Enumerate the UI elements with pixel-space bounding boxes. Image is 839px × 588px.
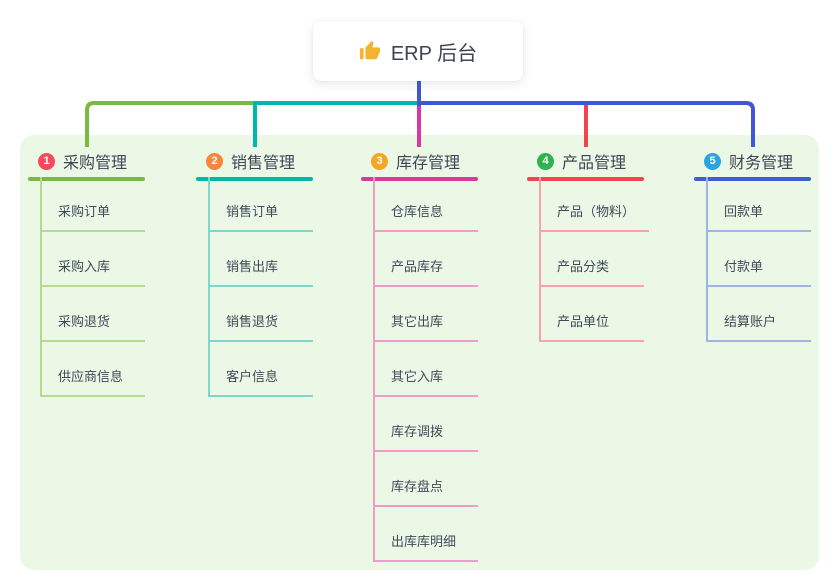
- branch-column-3: 3 库存管理仓库信息产品库存其它出库其它入库库存调拨库存盘点出库库明细: [361, 148, 521, 562]
- branch-underline: [196, 177, 313, 181]
- child-node[interactable]: 库存盘点: [373, 452, 478, 507]
- child-node-label: 其它出库: [391, 314, 444, 329]
- branch-underline: [28, 177, 145, 181]
- root-node-label: ERP 后台: [390, 42, 478, 65]
- child-node[interactable]: 销售订单: [208, 177, 313, 232]
- child-node-label: 销售退货: [226, 314, 279, 329]
- branch-column-4: 4 产品管理产品（物料） 产品分类产品单位: [527, 148, 687, 342]
- child-node[interactable]: 销售出库: [208, 232, 313, 287]
- branch-label: 财务管理: [729, 155, 794, 172]
- child-node-label: 销售订单: [226, 204, 279, 219]
- child-node[interactable]: 付款单: [706, 232, 811, 287]
- child-node-label: 产品单位: [557, 314, 610, 329]
- branch-children: 产品（物料） 产品分类产品单位: [527, 177, 650, 342]
- child-node[interactable]: 产品分类: [539, 232, 644, 287]
- child-node[interactable]: 供应商信息: [40, 342, 145, 397]
- branch-label: 采购管理: [63, 155, 128, 172]
- child-node[interactable]: 回款单: [706, 177, 811, 232]
- child-node-label: 库存盘点: [391, 479, 444, 494]
- branch-node-2[interactable]: 2 销售管理: [196, 148, 356, 174]
- child-node-label: 付款单: [724, 259, 764, 274]
- child-node[interactable]: 出库库明细: [373, 507, 478, 562]
- child-node[interactable]: 客户信息: [208, 342, 313, 397]
- branch-children: 仓库信息产品库存其它出库其它入库库存调拨库存盘点出库库明细: [361, 177, 478, 562]
- child-node-label: 产品分类: [557, 259, 610, 274]
- child-node-label: 采购退货: [58, 314, 111, 329]
- branch-number-badge: 2: [206, 152, 223, 170]
- child-node-label: 仓库信息: [391, 204, 444, 219]
- children-spine-line: [539, 177, 541, 342]
- branch-number-badge: 5: [704, 152, 721, 170]
- child-node-label: 出库库明细: [391, 534, 457, 549]
- child-node-label: 回款单: [724, 204, 764, 219]
- branch-children: 销售订单销售出库销售退货客户信息: [196, 177, 313, 397]
- branch-underline: [694, 177, 811, 181]
- branch-node-1[interactable]: 1 采购管理: [28, 148, 188, 174]
- child-node-label: 采购订单: [58, 204, 111, 219]
- branch-children: 采购订单采购入库采购退货供应商信息: [28, 177, 145, 397]
- child-node[interactable]: 仓库信息: [373, 177, 478, 232]
- branch-number-badge: 1: [38, 152, 55, 170]
- branch-children: 回款单付款单结算账户: [694, 177, 811, 342]
- child-node-label: 客户信息: [226, 369, 279, 384]
- branch-label: 产品管理: [562, 155, 627, 172]
- children-spine-line: [373, 177, 375, 562]
- children-spine-line: [40, 177, 42, 397]
- child-node[interactable]: 产品单位: [539, 287, 644, 342]
- child-node[interactable]: 结算账户: [706, 287, 811, 342]
- thumbs-up-icon: [359, 40, 380, 60]
- child-node-label: 产品（物料）: [557, 204, 636, 219]
- branch-node-5[interactable]: 5 财务管理: [694, 148, 839, 174]
- branch-node-4[interactable]: 4 产品管理: [527, 148, 687, 174]
- child-node-label: 库存调拨: [391, 424, 444, 439]
- branch-column-2: 2 销售管理销售订单销售出库销售退货客户信息: [196, 148, 356, 397]
- children-spine-line: [208, 177, 210, 397]
- root-node[interactable]: ERP 后台: [313, 21, 523, 81]
- child-node-label: 其它入库: [391, 369, 444, 384]
- child-node[interactable]: 库存调拨: [373, 397, 478, 452]
- branch-node-3[interactable]: 3 库存管理: [361, 148, 521, 174]
- child-node-label: 销售出库: [226, 259, 279, 274]
- child-node[interactable]: 采购退货: [40, 287, 145, 342]
- branch-underline: [361, 177, 478, 181]
- child-node-label: 产品库存: [391, 259, 444, 274]
- child-node-label: 供应商信息: [58, 369, 124, 384]
- child-node-label: 采购入库: [58, 259, 111, 274]
- child-node[interactable]: 其它入库: [373, 342, 478, 397]
- branch-number-badge: 3: [371, 152, 388, 170]
- branch-number-badge: 4: [537, 152, 554, 170]
- child-node[interactable]: 产品（物料）: [539, 177, 650, 232]
- child-node[interactable]: 其它出库: [373, 287, 478, 342]
- child-node-label: 结算账户: [724, 314, 777, 329]
- child-node[interactable]: 销售退货: [208, 287, 313, 342]
- child-node[interactable]: 产品库存: [373, 232, 478, 287]
- child-node[interactable]: 采购入库: [40, 232, 145, 287]
- branch-column-1: 1 采购管理采购订单采购入库采购退货供应商信息: [28, 148, 188, 397]
- branch-label: 销售管理: [231, 155, 296, 172]
- branch-column-5: 5 财务管理回款单付款单结算账户: [694, 148, 839, 342]
- children-spine-line: [706, 177, 708, 342]
- branches-background-panel: [20, 135, 819, 570]
- child-node[interactable]: 采购订单: [40, 177, 145, 232]
- branch-label: 库存管理: [396, 155, 461, 172]
- branch-underline: [527, 177, 644, 181]
